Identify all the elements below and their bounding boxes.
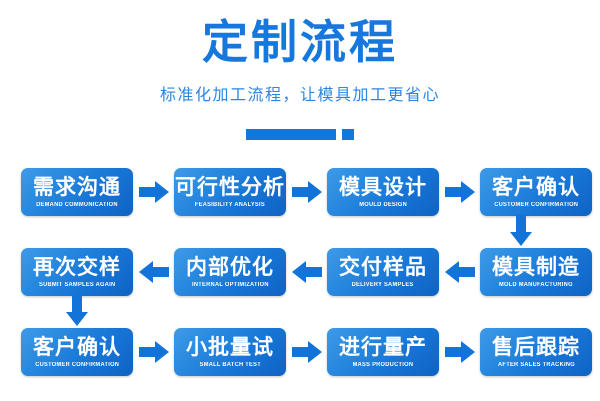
flow-node-feasibility-analysis[interactable]: 可行性分析 FEASIBILITY ANALYSIS — [174, 168, 286, 216]
flow-node-internal-optimization[interactable]: 内部优化 INTERNAL OPTIMIZATION — [174, 248, 286, 296]
flow-node-label-cn: 再次交样 — [33, 255, 121, 279]
flow-node-customer-confirmation-2[interactable]: 客户确认 CUSTOMER CONFIRMATION — [21, 328, 133, 376]
flow-connector-3-1 — [133, 328, 174, 376]
flow-node-label-en: MOLD MANUFACTURING — [499, 282, 573, 288]
flow-node-label-en: DELIVERY SAMPLES — [352, 282, 414, 288]
divider-bar — [246, 128, 336, 140]
arrow-left-icon — [444, 261, 475, 283]
flow-node-demand-communication[interactable]: 需求沟通 DEMAND COMMUNICATION — [21, 168, 133, 216]
flow-connector-1-1 — [133, 168, 174, 216]
flow-node-small-batch-test[interactable]: 小批量试 SMALL BATCH TEST — [174, 328, 286, 376]
flow-node-label-cn: 可行性分析 — [175, 175, 285, 199]
arrow-right-icon — [291, 341, 322, 363]
flow-node-customer-confirmation-1[interactable]: 客户确认 CUSTOMER CONFIRMATION — [480, 168, 592, 216]
flow-node-label-en: DEMAND COMMUNICATION — [36, 202, 118, 208]
page-title: 定制流程 — [202, 15, 398, 69]
flow-node-mold-manufacturing[interactable]: 模具制造 MOLD MANUFACTURING — [480, 248, 592, 296]
arrow-right-icon — [444, 181, 475, 203]
flow-connector-2-1 — [133, 248, 174, 296]
header-divider — [0, 128, 600, 140]
flow-node-label-en: INTERNAL OPTIMIZATION — [191, 282, 269, 288]
flow-node-label-en: SUBMIT SAMPLES AGAIN — [38, 282, 116, 288]
flow-node-label-en: SMALL BATCH TEST — [199, 362, 261, 368]
page-header: 定制流程 标准化加工流程，让模具加工更省心 — [0, 0, 600, 150]
flow-node-delivery-samples[interactable]: 交付样品 DELIVERY SAMPLES — [327, 248, 439, 296]
arrow-right-icon — [444, 341, 475, 363]
arrow-down-icon-row2-to-row3 — [66, 295, 88, 326]
flow-node-label-cn: 客户确认 — [492, 175, 580, 199]
flow-node-label-en: MASS PRODUCTION — [352, 362, 414, 368]
flow-node-mould-design[interactable]: 模具设计 MOULD DESIGN — [327, 168, 439, 216]
arrow-down-icon-row1-to-row2 — [510, 215, 532, 246]
flow-node-label-cn: 需求沟通 — [33, 175, 121, 199]
flow-node-label-en: FEASIBILITY ANALYSIS — [194, 202, 266, 208]
divider-square — [342, 128, 354, 140]
flow-connector-1-3 — [439, 168, 480, 216]
flow-node-label-cn: 小批量试 — [186, 335, 274, 359]
flow-node-after-sales-tracking[interactable]: 售后跟踪 AFTER SALES TRACKING — [480, 328, 592, 376]
arrow-right-icon — [138, 181, 169, 203]
flow-connector-1-2 — [286, 168, 327, 216]
flow-node-label-cn: 交付样品 — [339, 255, 427, 279]
page-subtitle: 标准化加工流程，让模具加工更省心 — [159, 85, 440, 104]
flow-row-2: 再次交样 SUBMIT SAMPLES AGAIN 内部优化 INTERNAL … — [0, 247, 600, 297]
flow-node-label-en: AFTER SALES TRACKING — [497, 362, 575, 368]
arrow-right-icon — [138, 341, 169, 363]
flow-node-label-en: CUSTOMER CONFIRMATION — [493, 202, 578, 208]
process-flow-diagram: 需求沟通 DEMAND COMMUNICATION 可行性分析 FEASIBIL… — [0, 150, 600, 401]
flow-connector-2-2 — [286, 248, 327, 296]
flow-node-label-en: CUSTOMER CONFIRMATION — [34, 362, 119, 368]
flow-row-1: 需求沟通 DEMAND COMMUNICATION 可行性分析 FEASIBIL… — [0, 167, 600, 217]
flow-node-label-cn: 内部优化 — [186, 255, 274, 279]
flow-node-label-cn: 模具制造 — [492, 255, 580, 279]
arrow-right-icon — [291, 181, 322, 203]
flow-node-label-cn: 进行量产 — [339, 335, 427, 359]
flow-connector-3-3 — [439, 328, 480, 376]
flow-node-submit-samples-again[interactable]: 再次交样 SUBMIT SAMPLES AGAIN — [21, 248, 133, 296]
flow-connector-3-2 — [286, 328, 327, 376]
arrow-left-icon — [291, 261, 322, 283]
flow-node-mass-production[interactable]: 进行量产 MASS PRODUCTION — [327, 328, 439, 376]
flow-row-3: 客户确认 CUSTOMER CONFIRMATION 小批量试 SMALL BA… — [0, 327, 600, 377]
flow-node-label-cn: 售后跟踪 — [492, 335, 580, 359]
flow-node-label-en: MOULD DESIGN — [359, 202, 407, 208]
arrow-left-icon — [138, 261, 169, 283]
flow-node-label-cn: 模具设计 — [339, 175, 427, 199]
flow-connector-2-3 — [439, 248, 480, 296]
flow-node-label-cn: 客户确认 — [33, 335, 121, 359]
